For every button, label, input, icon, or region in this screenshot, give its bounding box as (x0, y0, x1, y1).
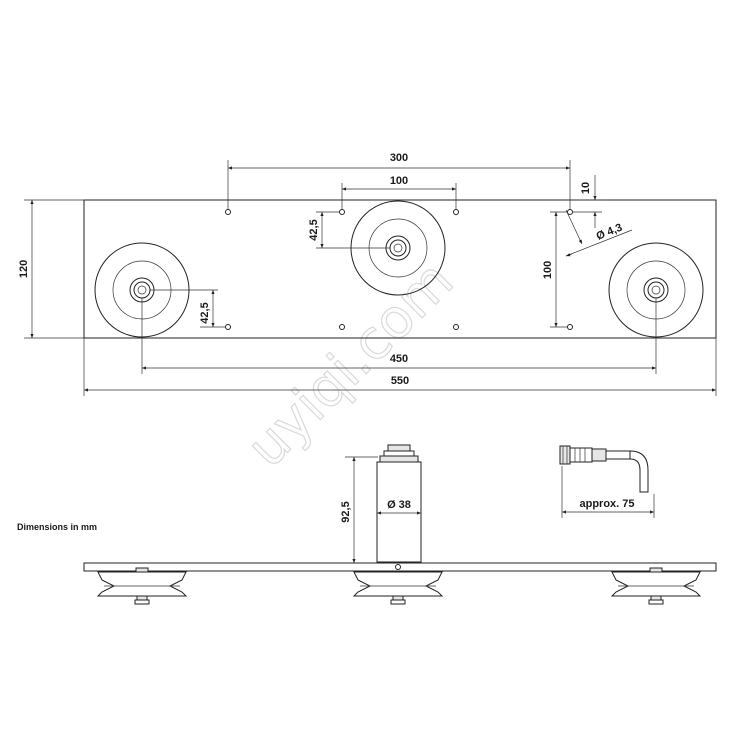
mounting-plate (83, 199, 717, 339)
center-pulley-side (352, 564, 444, 605)
dimension-300: 300 (227, 152, 571, 209)
dimension-hole-diameter: Ø 4,3 (565, 209, 633, 257)
dimension-120: 120 (18, 199, 84, 339)
svg-text:42,5: 42,5 (308, 219, 320, 240)
svg-text:100: 100 (390, 175, 408, 187)
svg-text:450: 450 (390, 353, 408, 365)
svg-text:42,5: 42,5 (199, 302, 211, 323)
shaft-detail: 92,5 Ø 38 (340, 444, 422, 564)
side-view (83, 562, 717, 605)
watermark: uyiqi.com (235, 249, 465, 479)
dimension-shaft-diameter: Ø 38 (377, 499, 421, 515)
center-pulley (350, 200, 446, 296)
svg-text:Ø 4,3: Ø 4,3 (595, 222, 624, 243)
right-pulley-side (610, 567, 702, 605)
dimension-cable: approx. 75 (561, 466, 655, 518)
svg-text:550: 550 (391, 375, 409, 387)
svg-text:10: 10 (580, 182, 592, 194)
dimension-42-5-left: 42,5 (150, 289, 226, 328)
units-note: Dimensions in mm (17, 522, 97, 532)
dimension-550: 550 (83, 338, 717, 396)
svg-text:92,5: 92,5 (340, 501, 352, 522)
cable-connector: approx. 75 (559, 445, 655, 518)
dimension-42-5-center: 42,5 (308, 211, 390, 249)
dimension-100-vertical: 100 (542, 211, 568, 328)
dimension-92-5: 92,5 (340, 456, 378, 564)
svg-text:Ø 38: Ø 38 (387, 499, 411, 511)
svg-text:100: 100 (542, 261, 554, 279)
svg-text:approx. 75: approx. 75 (579, 498, 634, 510)
svg-text:300: 300 (390, 152, 408, 164)
dimension-100-center: 100 (341, 175, 457, 209)
svg-text:120: 120 (18, 260, 30, 278)
left-pulley-side (96, 567, 188, 605)
dimension-10: 10 (572, 175, 602, 228)
dimension-450: 450 (141, 298, 657, 374)
